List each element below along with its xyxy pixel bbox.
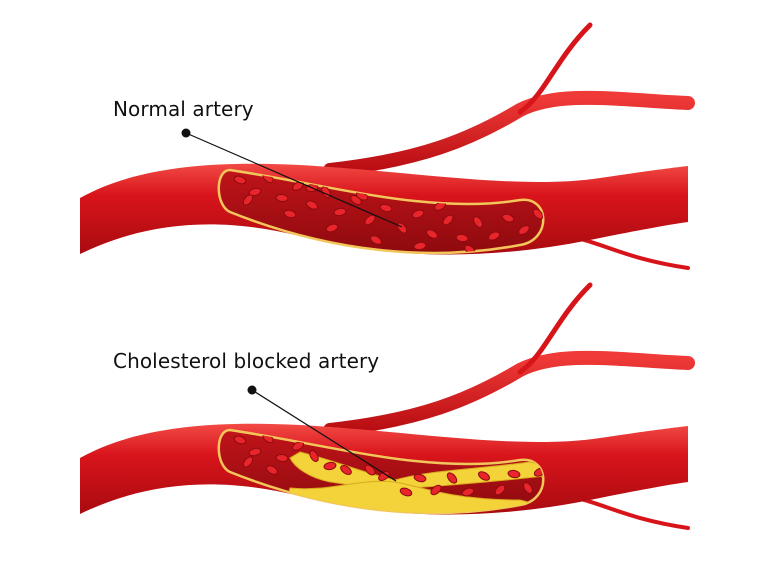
artery-branch: [517, 22, 593, 115]
blocked-artery-label: Cholesterol blocked artery: [113, 349, 380, 373]
normal-artery: [80, 22, 695, 270]
artery-branch: [517, 282, 593, 375]
artery-lumen: [217, 168, 545, 255]
artery-branch: [323, 350, 695, 437]
artery-branch: [323, 90, 695, 177]
cholesterol-plaque: [279, 480, 541, 513]
pointer-line: [251, 389, 397, 482]
pointer-line: [185, 132, 403, 228]
red-blood-cells: [233, 432, 544, 497]
blocked-artery: [80, 282, 695, 530]
normal-artery-label: Normal artery: [113, 97, 254, 121]
